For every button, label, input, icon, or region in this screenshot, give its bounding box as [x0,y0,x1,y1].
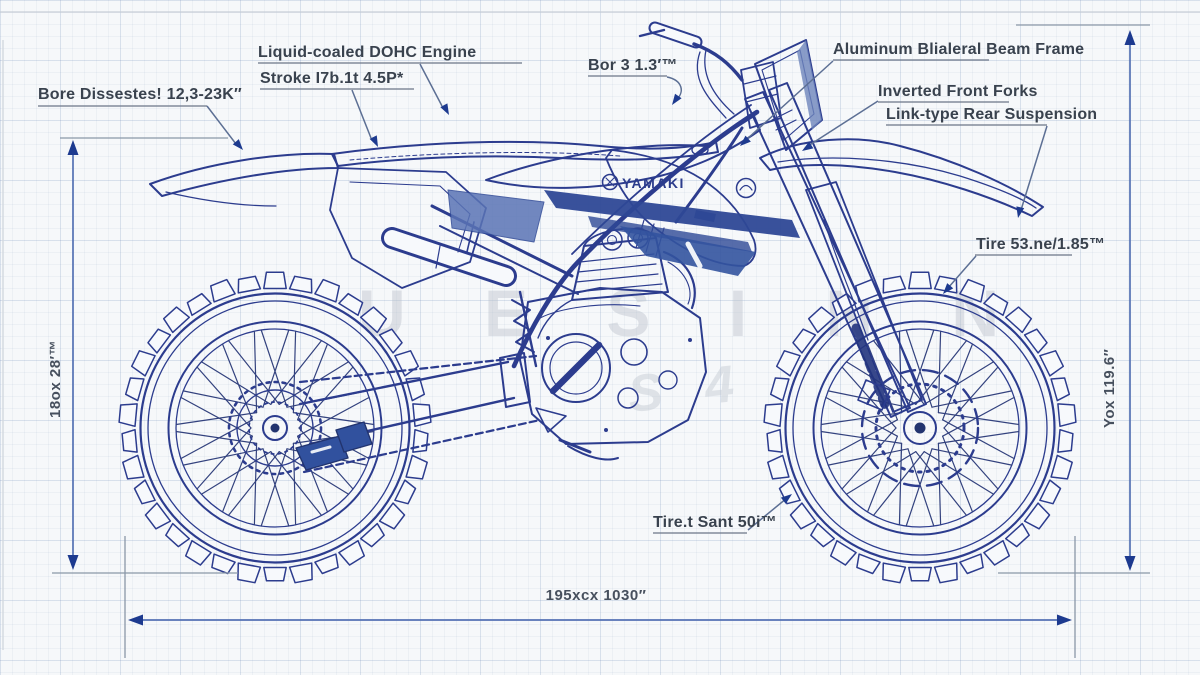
cover-slash [549,341,603,395]
brake-line [823,219,869,341]
rear-axle [270,423,280,433]
brake-pedal [567,445,619,461]
bodywork: YAMAKI [149,115,800,289]
side-panel [329,167,487,289]
dim-overall-length: 195xcx 1030″ [546,587,647,604]
linkage [535,407,567,433]
panel-accent [447,189,545,243]
clutch-lever [638,28,666,38]
label-engine: Liquid-coaled DOHC Engine [258,44,476,61]
callout-labels: Bore Dissestes! 12,3-23K″ Liquid-coaled … [38,41,1105,534]
rear-fender [149,152,339,197]
label-bore-left: Bore Dissestes! 12,3-23K″ [38,86,242,103]
crankcase [519,287,707,445]
shroud-vent [694,210,716,222]
handlebar [692,42,744,82]
label-tire-front: Tire 53.ne/1.85™ [976,236,1105,253]
emblem [735,177,757,199]
seat [331,140,719,167]
fuel-tank [485,115,761,189]
front-fender [759,138,1044,217]
tuning-fork-logo [601,173,619,191]
label-tire-rear: Tire.t Sant 50i™ [653,514,777,531]
front-wheel [763,271,1077,584]
front-end [638,21,1044,418]
leader-arrowheads [232,93,1025,504]
chain-slider [335,421,373,453]
chain-guide [295,435,349,471]
label-forks: Inverted Front Forks [878,83,1038,100]
rear-sprocket [227,380,323,476]
cables [696,49,735,119]
plate-shade [797,40,822,130]
triple-clamp [740,61,782,129]
front-axle [914,422,926,434]
hose [537,299,573,339]
fork-tube-front [768,82,927,413]
watermark-text-2: S 4 [625,354,750,424]
motorcycle-drawing: YAMAKI [118,21,1077,584]
chain-top [298,354,538,384]
chain-bottom [302,418,542,474]
label-suspension: Link-type Rear Suspension [886,106,1097,123]
dimension-annotations: 195xcx 1030″ 18ox 28′™ Yox 119.6″ [47,24,1150,658]
brake-caliper [857,379,891,411]
label-frame: Aluminum Blialeral Beam Frame [833,41,1084,58]
cooling-fins [573,253,663,293]
front-brake-disc [860,368,980,488]
shroud-swoosh [620,226,756,276]
fuel-cap [691,144,709,156]
brand-text: YAMAKI [622,175,685,191]
dim-height-right: Yox 119.6″ [1101,349,1118,428]
label-stroke: Stroke I7b.1t 4.5P* [260,70,404,87]
fork-decal-text [851,323,891,413]
main-frame-spar [511,109,760,369]
shroud-stripe-mid [588,216,752,252]
clutch-cover [541,333,611,403]
fork-tube-rear [744,91,911,418]
shroud-stripe-top [544,190,800,238]
dim-height-left: 18ox 28′™ [47,340,64,418]
dim-arrowheads [67,30,1136,626]
label-bor: Bor 3 1.3′™ [588,57,678,74]
rear-wheel [118,271,432,584]
